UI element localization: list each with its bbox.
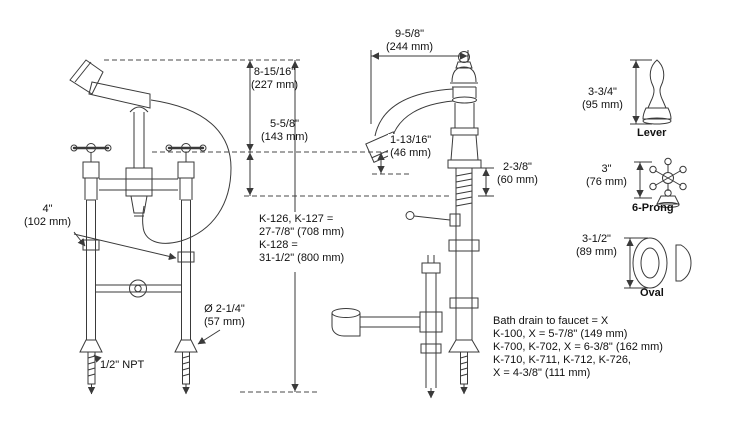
note-line: 31-1/2" (800 mm)	[259, 252, 345, 264]
dim-spout-reach: 9-5/8" (244 mm)	[386, 28, 433, 54]
dim-inches: Ø 2-1/4"	[204, 303, 245, 315]
oval-handle-drawing	[632, 237, 692, 289]
dim-max-deck-thickness: 2-3/8" (60 mm)	[497, 161, 538, 187]
single-faucet-drawing	[365, 51, 482, 395]
dim-supply-connection: 1/2" NPT	[100, 359, 144, 372]
dim-faucet-centers: 4" (102 mm)	[24, 203, 71, 229]
dim-inches: 9-5/8"	[395, 28, 425, 40]
dim-inches: 3-3/4"	[587, 86, 617, 98]
dim-metric: (60 mm)	[497, 174, 538, 186]
dim-inches: 3"	[601, 163, 612, 175]
dim-inches: 1-13/16"	[390, 134, 432, 146]
dim-oval-handle: 3-1/2" (89 mm)	[576, 233, 617, 259]
dim-metric: (95 mm)	[582, 99, 623, 111]
dim-text: 1/2" NPT	[100, 359, 145, 371]
lever-handle-drawing	[642, 59, 672, 125]
handshower-faucet-drawing	[69, 59, 232, 395]
dim-escutcheon-diameter: Ø 2-1/4" (57 mm)	[204, 303, 245, 329]
note-line: K-126, K-127 =	[259, 213, 334, 225]
dim-metric: (227 mm)	[251, 79, 299, 91]
overall-height-note: K-126, K-127 = 27-7/8" (708 mm) K-128 = …	[257, 213, 347, 265]
oval-handle-label: Oval	[640, 287, 664, 299]
dim-inches: 2-3/8"	[502, 161, 532, 173]
note-line: K-100, X = 5-7/8" (149 mm)	[493, 328, 628, 340]
note-line: X = 4-3/8" (111 mm)	[493, 367, 591, 379]
six-prong-handle-label: 6-Prong	[632, 202, 674, 214]
dimension-lines	[73, 50, 652, 393]
dim-six-prong-handle: 3" (76 mm)	[586, 163, 627, 189]
dim-handshower-height: 8-15/16" (227 mm)	[251, 66, 298, 92]
note-line: K-710, K-711, K-712, K-726,	[493, 354, 631, 366]
dim-lever-handle: 3-3/4" (95 mm)	[582, 86, 623, 112]
note-line: K-700, K-702, X = 6-3/8" (162 mm)	[493, 341, 663, 353]
dim-metric: (89 mm)	[576, 246, 617, 258]
lever-handle-label: Lever	[637, 127, 667, 139]
dim-inches: 4"	[42, 203, 53, 215]
dim-inches: 8-15/16"	[253, 66, 296, 78]
dim-metric: (102 mm)	[24, 216, 72, 228]
dim-metric: (143 mm)	[261, 131, 309, 143]
note-line: Bath drain to faucet = X	[493, 315, 609, 327]
note-line: 27-7/8" (708 mm)	[259, 226, 345, 238]
drain-assembly-drawing	[331, 255, 443, 399]
dim-inches: 3-1/2"	[581, 233, 611, 245]
drain-to-faucet-note: Bath drain to faucet = X K-100, X = 5-7/…	[493, 315, 663, 380]
dim-metric: (46 mm)	[390, 147, 432, 159]
dim-spout-height: 5-5/8" (143 mm)	[261, 118, 308, 144]
six-prong-handle-drawing	[649, 157, 687, 208]
dim-metric: (57 mm)	[204, 316, 245, 328]
dim-metric: (76 mm)	[586, 176, 627, 188]
dim-inches: 5-5/8"	[270, 118, 300, 130]
dim-spout-to-aerator: 1-13/16" (46 mm)	[388, 134, 434, 160]
note-line: K-128 =	[259, 239, 298, 251]
dim-metric: (244 mm)	[386, 41, 434, 53]
